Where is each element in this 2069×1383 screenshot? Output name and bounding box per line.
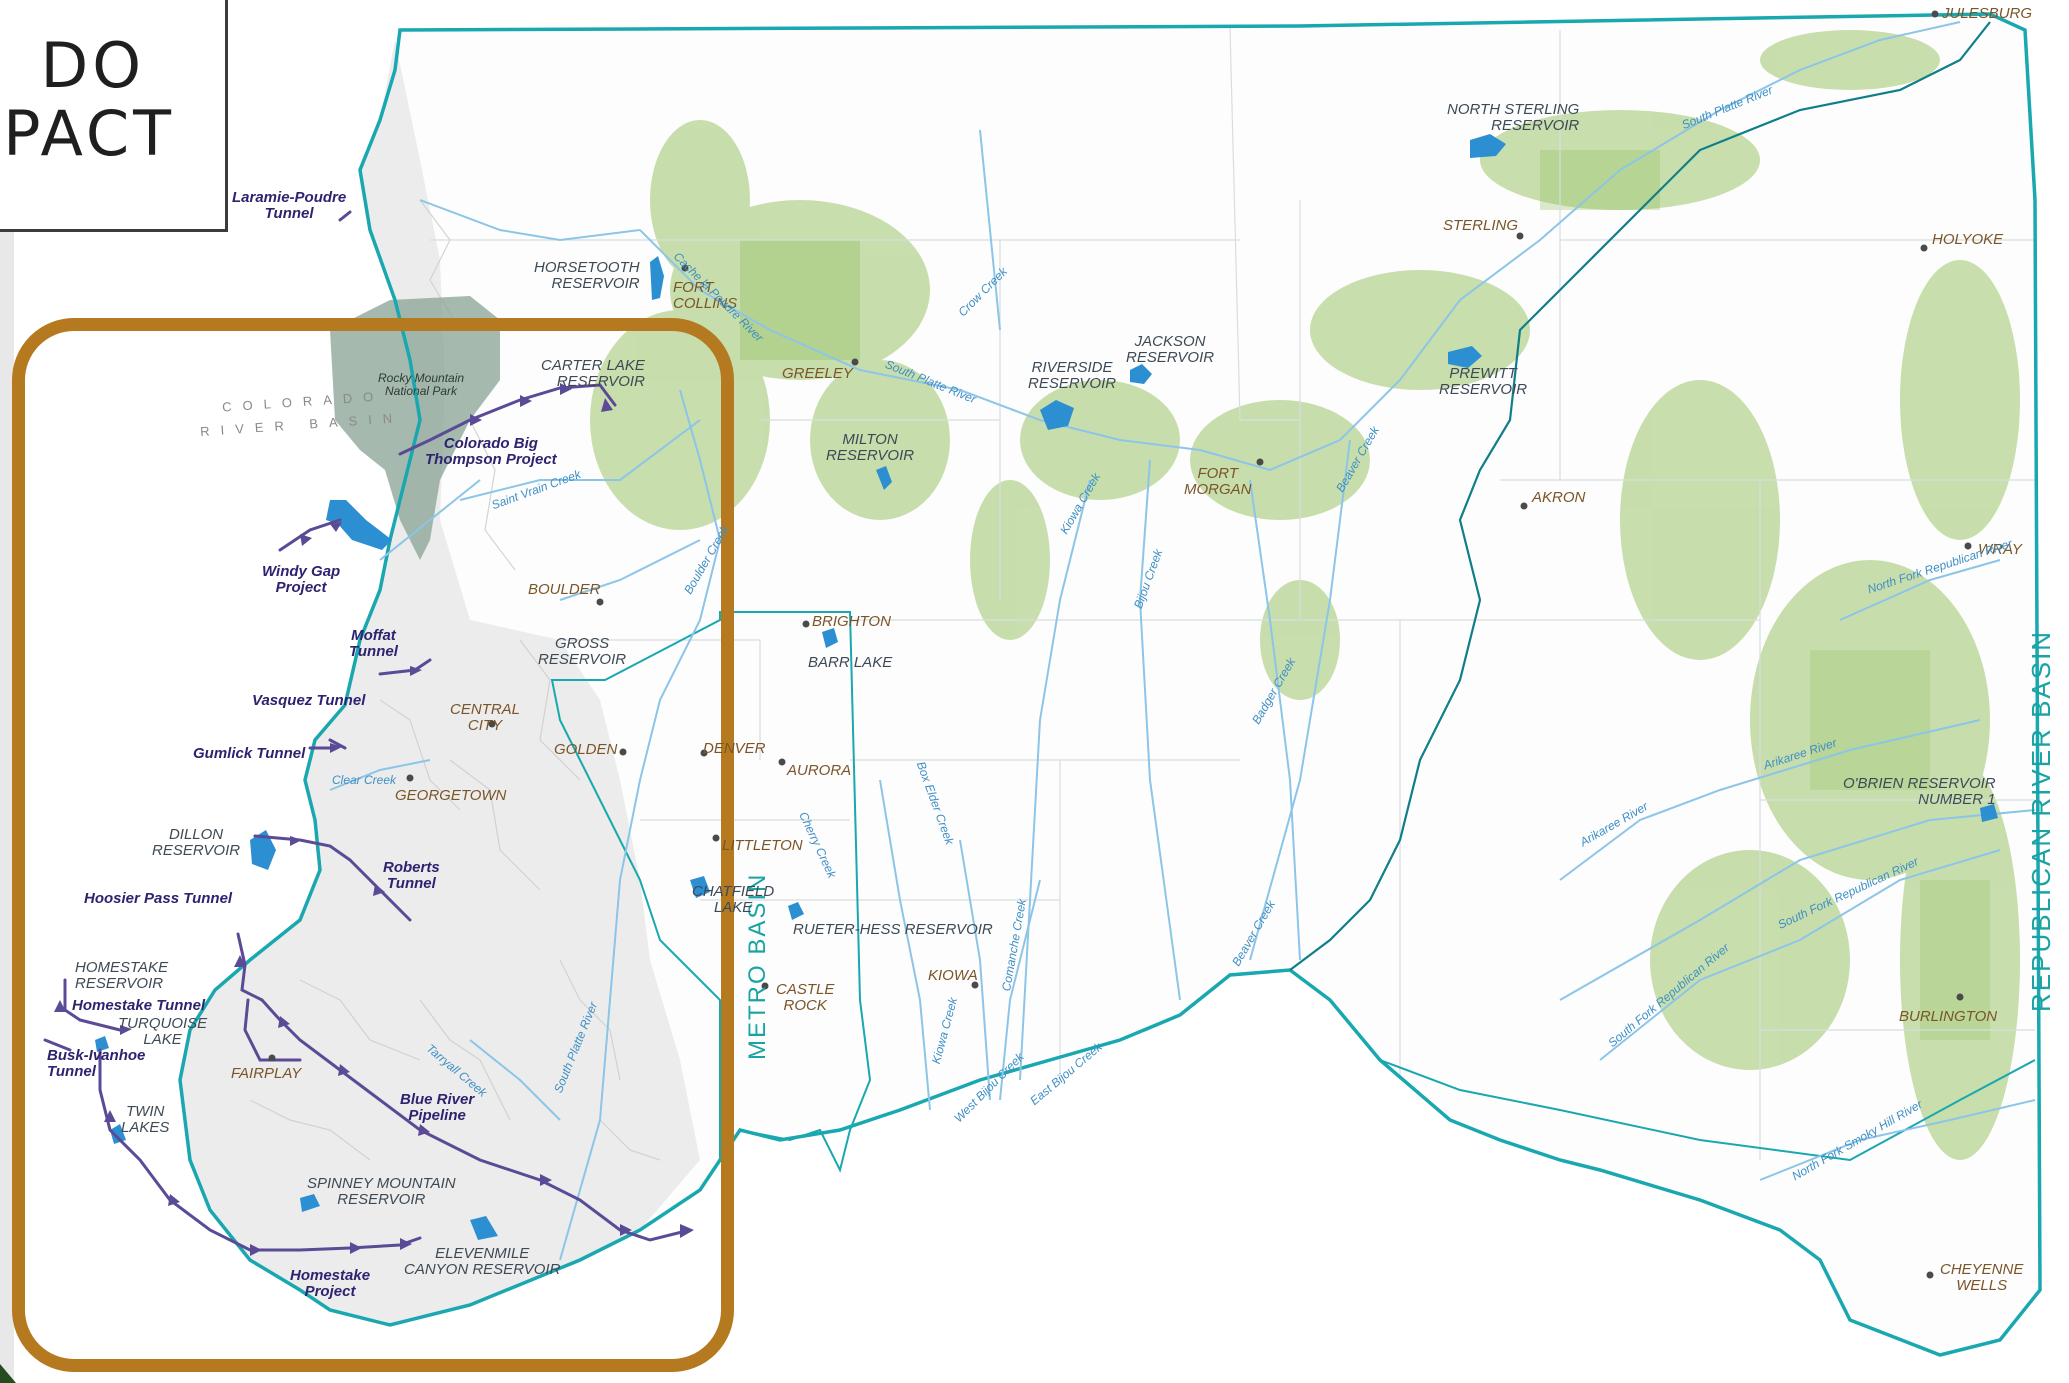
riverside-reservoir-label: RIVERSIDE RESERVOIR <box>1028 359 1117 392</box>
title-line-2: PACT <box>3 97 175 170</box>
rocky-mountain-park <box>330 296 500 560</box>
reservoirs <box>95 134 1998 1240</box>
page-edge <box>0 230 14 1383</box>
rocky-mountain-park-label: Rocky Mountain National Park <box>378 371 465 398</box>
golden-label: GOLDEN <box>554 741 618 758</box>
kiowa-label: KIOWA <box>928 967 978 984</box>
prewitt-reservoir-label: PREWITT RESERVOIR <box>1439 365 1528 398</box>
holyoke-label: HOLYOKE <box>1932 231 2004 248</box>
turquoise-lake-label: TURQUOISE LAKE <box>118 1015 208 1048</box>
sterling-label: STERLING <box>1443 217 1519 234</box>
jackson-reservoir-label: JACKSON RESERVOIR <box>1126 333 1215 366</box>
rueter-hess-label: RUETER-HESS RESERVOIR <box>793 921 993 938</box>
gumlick-tunnel-label: Gumlick Tunnel <box>193 745 306 762</box>
homestake-project-label: Homestake Project <box>290 1267 371 1300</box>
smoky-basin-boundary <box>1379 1059 2036 1162</box>
barr-lake-label: BARR LAKE <box>808 654 893 671</box>
moffat-tunnel-label: Moffat Tunnel <box>349 627 398 660</box>
gross-reservoir-label: GROSS RESERVOIR <box>538 635 627 668</box>
republican-basin-label: REPUBLICAN RIVER BASIN <box>2026 629 2056 1012</box>
spinney-mountain-label: SPINNEY MOUNTAIN RESERVOIR <box>307 1175 456 1208</box>
elevenmile-label: ELEVENMILE CANYON RESERVOIR <box>404 1245 561 1278</box>
corner-accent <box>0 1364 16 1383</box>
fort-collins-label: FORT COLLINS <box>673 279 738 312</box>
aurora-label: AURORA <box>787 762 852 779</box>
north-sterling-label: NORTH STERLING RESERVOIR <box>1447 101 1580 134</box>
republican-basin-boundary <box>1289 21 1991 971</box>
littleton-label: LITTLETON <box>722 837 803 854</box>
julesburg-label: JULESBURG <box>1942 5 2033 22</box>
fort-morgan-label: FORT MORGAN <box>1184 465 1252 498</box>
metro-basin-boundary <box>550 611 872 1173</box>
chatfield-lake-label: CHATFIELD LAKE <box>692 883 775 916</box>
title-box: DO PACT <box>0 0 228 232</box>
twin-lakes-label: TWIN LAKES <box>121 1103 170 1136</box>
town-dots <box>268 10 1972 1279</box>
castle-rock-label: CASTLE ROCK <box>776 981 835 1014</box>
clear-creek-label: Clear Creek <box>332 773 397 787</box>
roberts-tunnel-label: Roberts Tunnel <box>383 859 440 892</box>
burlington-label: BURLINGTON <box>1899 1008 1998 1025</box>
homestake-reservoir-label: HOMESTAKE RESERVOIR <box>75 959 169 992</box>
highlight-frame <box>12 318 734 1372</box>
carter-lake-label: CARTER LAKE RESERVOIR <box>541 357 645 390</box>
akron-label: AKRON <box>1532 489 1586 506</box>
project-arrows <box>54 383 694 1256</box>
vasquez-tunnel-label: Vasquez Tunnel <box>252 692 366 709</box>
homestake-tunnel-label: Homestake Tunnel <box>72 997 206 1014</box>
obrien-reservoir-label: O'BRIEN RESERVOIR NUMBER 1 <box>1843 775 1996 808</box>
boulder-label: BOULDER <box>528 581 601 598</box>
laramie-poudre-label: Laramie-Poudre Tunnel <box>232 189 347 222</box>
wray-label: WRAY <box>1978 541 2022 558</box>
greeley-label: GREELEY <box>782 365 853 382</box>
hoosier-pass-label: Hoosier Pass Tunnel <box>84 890 233 907</box>
horsetooth-label: HORSETOOTH RESERVOIR <box>534 259 640 292</box>
brighton-label: BRIGHTON <box>812 613 891 630</box>
cheyenne-wells-label: CHEYENNE WELLS <box>1940 1261 2024 1294</box>
fairplay-label: FAIRPLAY <box>231 1065 302 1082</box>
mountain-relief <box>180 40 700 1325</box>
title-line-1: DO <box>40 29 145 102</box>
dillon-reservoir-label: DILLON RESERVOIR <box>152 826 241 859</box>
windy-gap-label: Windy Gap Project <box>262 563 341 596</box>
rivers <box>329 21 2036 1261</box>
milton-reservoir-label: MILTON RESERVOIR <box>826 431 915 464</box>
colorado-big-thompson-label: Colorado Big Thompson Project <box>425 435 557 468</box>
denver-label: DENVER <box>703 740 766 757</box>
central-city-label: CENTRAL CITY <box>450 701 521 734</box>
basin-border <box>178 12 2042 1357</box>
busk-ivanhoe-label: Busk-Ivanhoe Tunnel <box>47 1047 146 1080</box>
county-lines <box>430 27 2035 1160</box>
georgetown-label: GEORGETOWN <box>395 787 507 804</box>
blue-river-pipeline-label: Blue River Pipeline <box>400 1091 475 1124</box>
